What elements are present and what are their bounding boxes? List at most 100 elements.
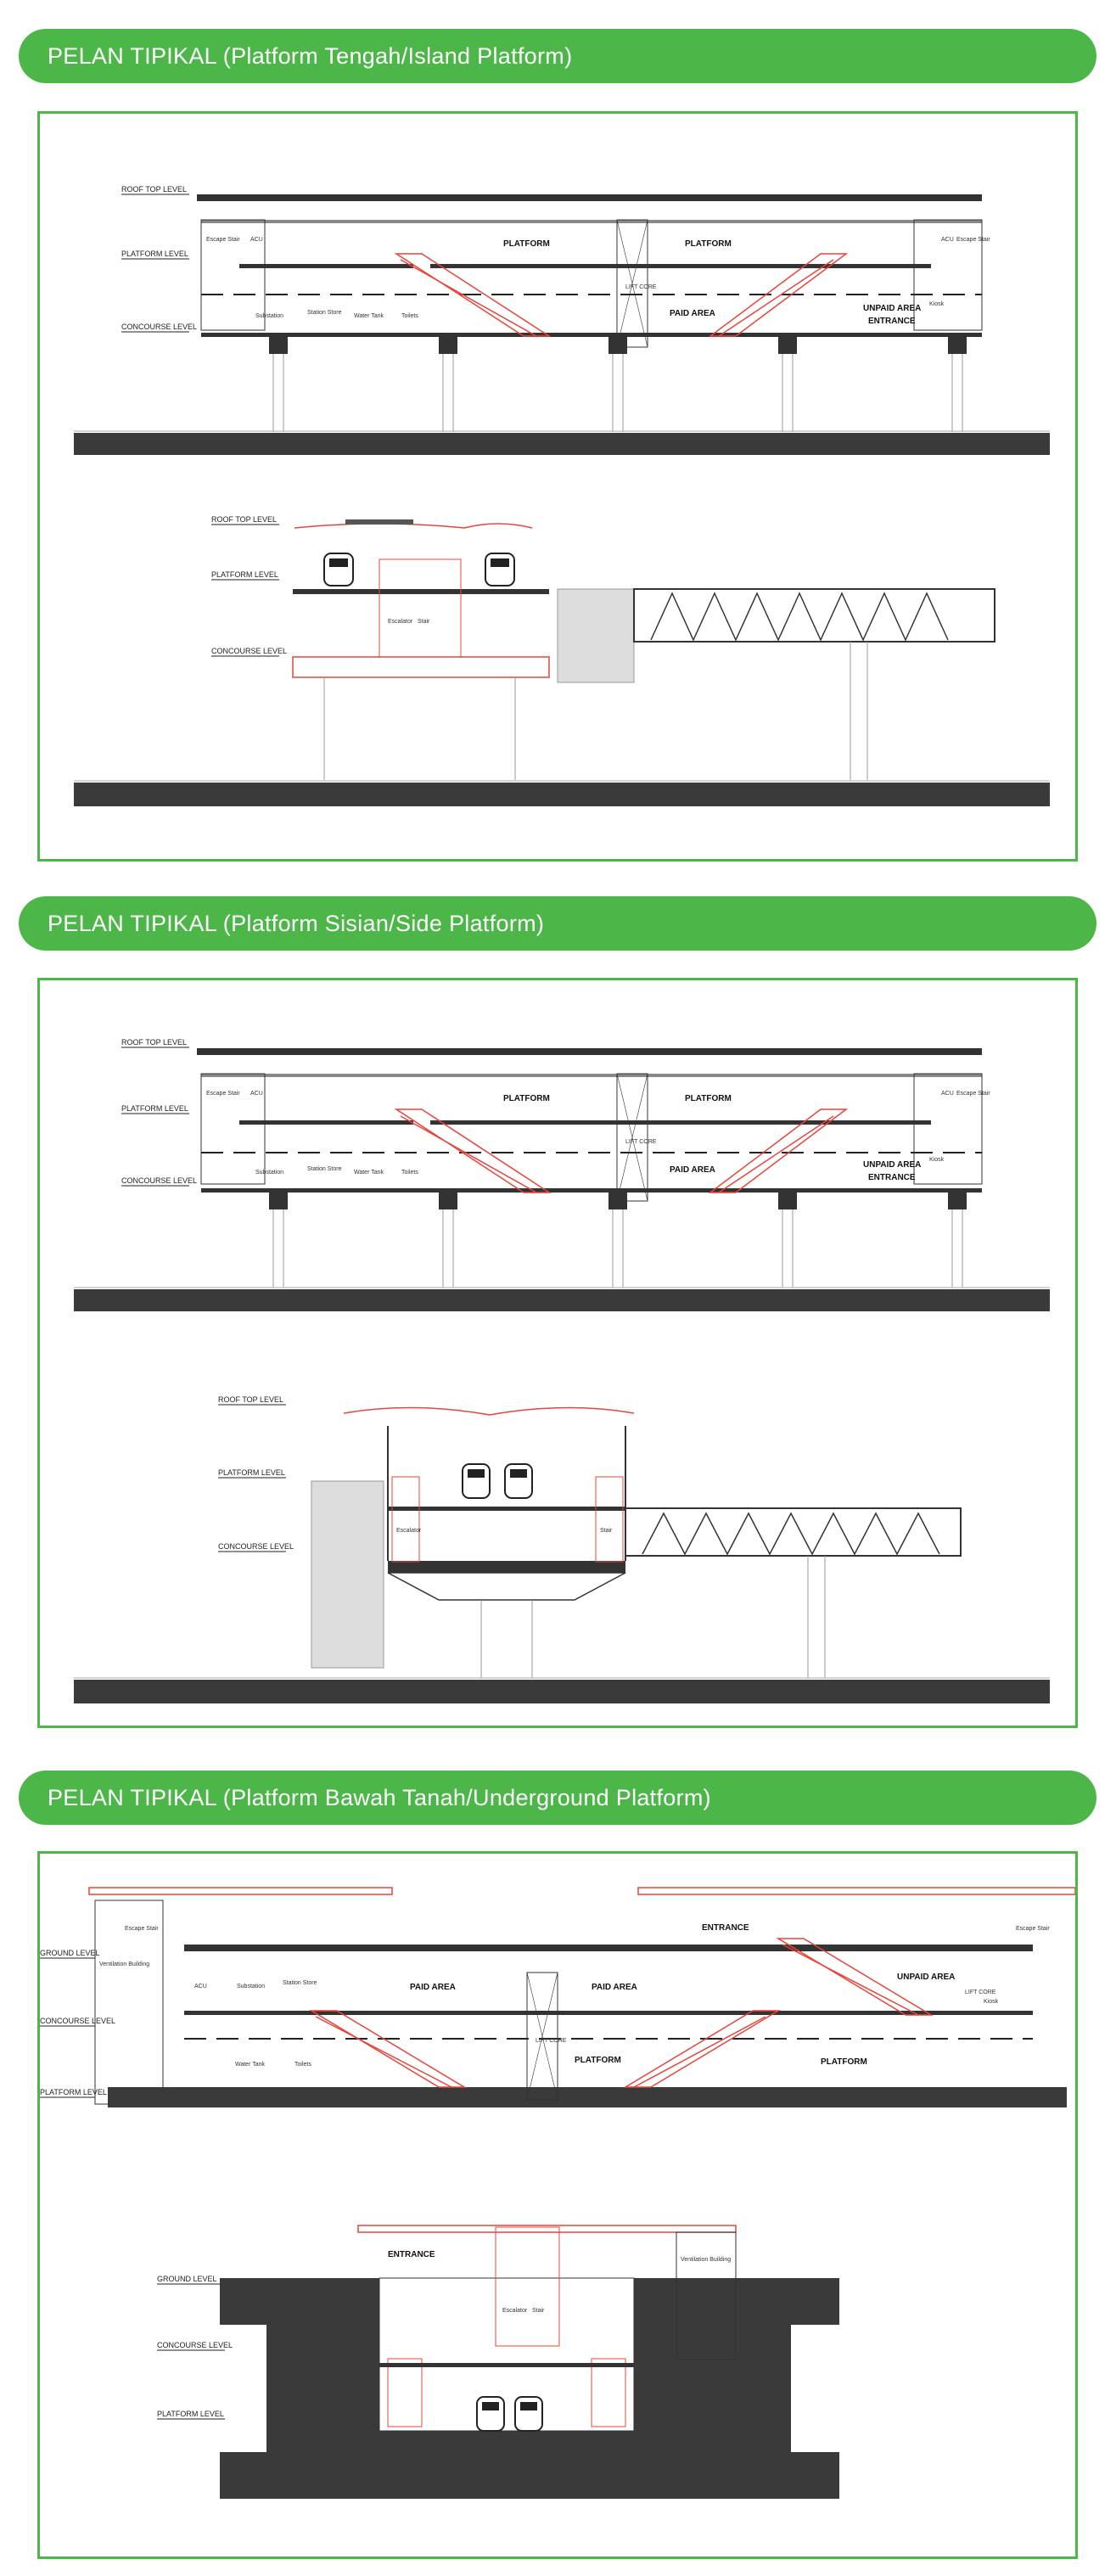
columns: [272, 354, 963, 432]
side-cross-section: ROOF TOP LEVEL PLATFORM LEVEL CONCOURSE …: [74, 1395, 1050, 1703]
island-long-section: ROOF TOP LEVEL PLATFORM LEVEL CONCOURSE …: [74, 185, 1050, 455]
area-label-unpaid: UNPAID AREA: [863, 304, 921, 313]
room-label: LIFT CORE: [965, 1990, 996, 1995]
escalator-label: Escalator: [502, 2308, 528, 2314]
island-platform-drawings: ROOF TOP LEVEL PLATFORM LEVEL CONCOURSE …: [74, 185, 1050, 806]
level-label-platform: PLATFORM LEVEL: [211, 570, 278, 579]
room-label: Escape Stair: [956, 237, 990, 243]
train-icon: [514, 2396, 543, 2432]
level-label-concourse: CONCOURSE LEVEL: [211, 647, 287, 655]
underground-long-section: ENTRANCE GROUND LEVEL CONCOURSE LEVEL PL…: [40, 1887, 1075, 2107]
stair-label: Stair: [600, 1528, 613, 1534]
room-label: Kiosk: [984, 1999, 999, 2005]
room-label: ACU: [194, 1984, 207, 1990]
train-icon: [462, 1463, 491, 1499]
underground-platform-drawings: ENTRANCE GROUND LEVEL CONCOURSE LEVEL PL…: [40, 1887, 1075, 2499]
area-label-entrance: ENTRANCE: [388, 2250, 435, 2259]
room-label: Kiosk: [929, 301, 945, 307]
section-title: PELAN TIPIKAL (Platform Bawah Tanah/Unde…: [48, 1784, 711, 1810]
level-label-concourse: CONCOURSE LEVEL: [157, 2341, 233, 2349]
room-label: Substation: [255, 313, 283, 319]
room-label: Escape Stair: [956, 1091, 990, 1097]
side-long-section: ROOF TOP LEVEL PLATFORM LEVEL CONCOURSE …: [74, 1038, 1050, 1311]
area-label-paid: PAID AREA: [410, 1983, 456, 1992]
escalator-graphic: [394, 253, 849, 337]
room-label: Toilets: [401, 1170, 418, 1176]
train-icon: [485, 553, 515, 586]
room-label: Escape Stair: [125, 1926, 159, 1932]
room-label: Water Tank: [354, 313, 384, 319]
room-label: Water Tank: [354, 1170, 384, 1176]
room-label: ACU: [941, 1091, 954, 1097]
level-label-concourse: CONCOURSE LEVEL: [218, 1542, 294, 1551]
section-banner-underground: PELAN TIPIKAL (Platform Bawah Tanah/Unde…: [19, 1771, 1096, 1825]
ground-slab: [74, 1289, 1050, 1311]
lift-core-label: LIFT CORE: [625, 1139, 657, 1145]
lift-core-label: LIFT CORE: [625, 284, 657, 290]
room-label: Ventilation Building: [681, 2257, 731, 2263]
area-label-paid: PAID AREA: [670, 1165, 715, 1175]
area-label-platform: PLATFORM: [821, 2057, 867, 2067]
room-label: Toilets: [401, 313, 418, 319]
room-label: Toilets: [294, 2062, 311, 2068]
escalator-label: Escalator: [396, 1528, 422, 1534]
level-label-ground: GROUND LEVEL: [157, 2275, 217, 2283]
escalator-graphic: [394, 1108, 849, 1193]
area-label-entrance: ENTRANCE: [868, 317, 916, 326]
underground-box-structure: [220, 2278, 839, 2499]
area-label-platform: PLATFORM: [685, 1094, 732, 1103]
room-label: Substation: [255, 1170, 283, 1176]
level-label-roof: ROOF TOP LEVEL: [218, 1395, 283, 1404]
level-label-platform: PLATFORM LEVEL: [157, 2410, 224, 2418]
room-label: Water Tank: [235, 2062, 266, 2068]
stair-label: Stair: [418, 619, 430, 625]
columns: [272, 1209, 963, 1288]
area-label-platform: PLATFORM: [503, 239, 550, 249]
ground-slab: [74, 783, 1050, 806]
area-label-entrance: ENTRANCE: [702, 1923, 749, 1933]
escalator-label: Escalator: [388, 619, 413, 625]
level-label-concourse: CONCOURSE LEVEL: [121, 323, 197, 331]
lift-core-label: LIFT CORE: [536, 2038, 567, 2044]
level-label-platform: PLATFORM LEVEL: [121, 250, 188, 258]
section-title: PELAN TIPIKAL (Platform Sisian/Side Plat…: [48, 910, 545, 936]
room-label: Station Store: [307, 1166, 342, 1172]
area-label-entrance: ENTRANCE: [868, 1173, 916, 1182]
room-label: Station Store: [283, 1980, 317, 1986]
area-label-paid: PAID AREA: [670, 309, 715, 318]
train-icon: [476, 2396, 505, 2432]
area-label-paid: PAID AREA: [592, 1983, 637, 1992]
level-label-roof: ROOF TOP LEVEL: [121, 1038, 187, 1047]
room-label: Kiosk: [929, 1157, 945, 1163]
drawing-panel-underground: ENTRANCE GROUND LEVEL CONCOURSE LEVEL PL…: [37, 1851, 1078, 2559]
pier-caps: [269, 337, 967, 354]
room-label: ACU: [941, 237, 954, 243]
side-platform-drawings: ROOF TOP LEVEL PLATFORM LEVEL CONCOURSE …: [74, 1038, 1050, 1703]
area-label-platform: PLATFORM: [575, 2056, 621, 2065]
ground-slab: [74, 1680, 1050, 1703]
room-label: ACU: [250, 1091, 263, 1097]
room-label: Substation: [237, 1984, 265, 1990]
train-icon: [504, 1463, 533, 1499]
area-label-platform: PLATFORM: [685, 239, 732, 249]
escalator-graphic: [309, 1938, 934, 2088]
level-label-platform: PLATFORM LEVEL: [218, 1468, 285, 1477]
stair-label: Stair: [532, 2308, 545, 2314]
underground-cross-section: ENTRANCE GROUND LEVEL CONCOURSE LEVEL PL…: [157, 2225, 839, 2499]
room-label: Ventilation Building: [99, 1961, 149, 1967]
level-label-platform: PLATFORM LEVEL: [121, 1104, 188, 1113]
ground-slab: [74, 433, 1050, 455]
area-label-unpaid: UNPAID AREA: [863, 1160, 921, 1170]
island-cross-section: ROOF TOP LEVEL PLATFORM LEVEL CONCOURSE …: [74, 515, 1050, 806]
section-title: PELAN TIPIKAL (Platform Tengah/Island Pl…: [48, 42, 573, 69]
level-label-roof: ROOF TOP LEVEL: [211, 515, 277, 524]
drawing-panel-side: ROOF TOP LEVEL PLATFORM LEVEL CONCOURSE …: [37, 978, 1078, 1728]
pier-caps: [269, 1193, 967, 1209]
drawing-panel-island: ROOF TOP LEVEL PLATFORM LEVEL CONCOURSE …: [37, 111, 1078, 861]
room-label: Escape Stair: [206, 1091, 240, 1097]
room-label: Escape Stair: [1016, 1926, 1050, 1932]
section-banner-side: PELAN TIPIKAL (Platform Sisian/Side Plat…: [19, 896, 1096, 951]
room-label: ACU: [250, 237, 263, 243]
room-label: Station Store: [307, 310, 342, 316]
level-label-concourse: CONCOURSE LEVEL: [121, 1176, 197, 1185]
